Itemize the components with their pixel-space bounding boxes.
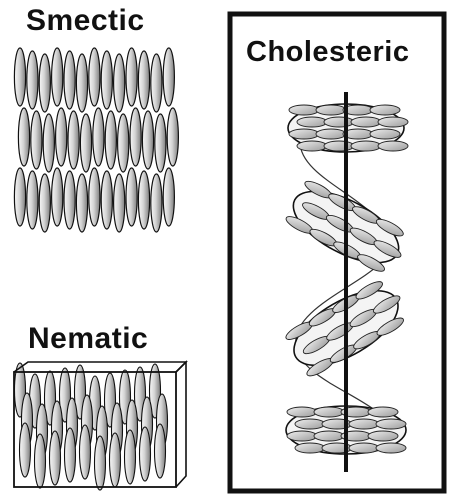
cholesteric-molecule: [324, 141, 354, 151]
nematic-molecule: [50, 431, 61, 485]
smectic-molecule: [114, 174, 125, 232]
cholesteric-molecule: [349, 443, 379, 453]
smectic-molecule: [56, 108, 67, 166]
nematic-box-side: [176, 362, 186, 487]
cholesteric-molecule: [378, 141, 408, 151]
smectic-molecule: [93, 108, 104, 166]
smectic-molecule: [105, 111, 116, 169]
smectic-molecule: [52, 168, 63, 226]
nematic-box: [14, 362, 186, 490]
nematic-molecule: [65, 428, 76, 482]
smectic-molecule: [130, 108, 141, 166]
cholesteric-molecule: [297, 117, 327, 127]
cholesteric-molecule: [351, 141, 381, 151]
nematic-molecule: [140, 427, 151, 481]
smectic-molecule: [151, 54, 162, 112]
cholesteric-molecule: [289, 129, 319, 139]
smectic-molecule: [101, 51, 112, 109]
smectic-molecule: [126, 168, 137, 226]
smectic-molecule: [14, 48, 25, 106]
smectic-molecule: [27, 171, 38, 229]
smectic-molecule: [76, 174, 87, 232]
cholesteric-molecule: [368, 407, 398, 417]
cholesteric-molecule: [287, 431, 317, 441]
smectic-molecule: [43, 114, 54, 172]
smectic-molecule: [163, 168, 174, 226]
smectic-molecule: [118, 114, 129, 172]
smectic-molecule: [151, 174, 162, 232]
smectic-molecule: [89, 48, 100, 106]
cholesteric-molecule: [349, 419, 379, 429]
smectic-molecule: [68, 111, 79, 169]
smectic-molecule: [80, 114, 91, 172]
cholesteric-label: Cholesteric: [246, 36, 409, 69]
cholesteric-helix: [282, 92, 413, 472]
nematic-molecule: [35, 434, 46, 488]
smectic-molecule: [167, 108, 178, 166]
cholesteric-molecule: [289, 105, 319, 115]
cholesteric-molecule: [376, 419, 406, 429]
smectic-molecule: [89, 168, 100, 226]
nematic-molecule: [80, 425, 91, 479]
cholesteric-molecule: [324, 117, 354, 127]
smectic-molecule: [155, 114, 166, 172]
cholesteric-molecule: [314, 431, 344, 441]
smectic-molecule: [39, 54, 50, 112]
nematic-molecule: [20, 423, 31, 477]
nematic-box-top: [14, 362, 186, 372]
cholesteric-molecule: [351, 117, 381, 127]
smectic-layers: [14, 48, 178, 232]
cholesteric-molecule: [370, 129, 400, 139]
cholesteric-molecule: [370, 105, 400, 115]
smectic-label: Smectic: [26, 4, 145, 38]
cholesteric-molecule: [378, 117, 408, 127]
smectic-molecule: [76, 54, 87, 112]
cholesteric-molecule: [316, 129, 346, 139]
nematic-label: Nematic: [28, 322, 148, 356]
cholesteric-molecule: [376, 443, 406, 453]
cholesteric-molecule: [297, 141, 327, 151]
smectic-molecule: [101, 171, 112, 229]
smectic-molecule: [31, 111, 42, 169]
smectic-molecule: [64, 171, 75, 229]
cholesteric-molecule: [295, 443, 325, 453]
smectic-molecule: [64, 51, 75, 109]
nematic-molecule: [110, 433, 121, 487]
cholesteric-molecule: [316, 105, 346, 115]
cholesteric-molecule: [314, 407, 344, 417]
nematic-molecule: [95, 436, 106, 490]
smectic-molecule: [138, 51, 149, 109]
nematic-molecule: [155, 424, 166, 478]
cholesteric-molecule: [287, 407, 317, 417]
smectic-molecule: [142, 111, 153, 169]
smectic-molecule: [27, 51, 38, 109]
smectic-molecule: [126, 48, 137, 106]
smectic-molecule: [163, 48, 174, 106]
smectic-molecule: [52, 48, 63, 106]
smectic-molecule: [114, 54, 125, 112]
nematic-molecule: [125, 430, 136, 484]
smectic-molecule: [138, 171, 149, 229]
cholesteric-molecule: [295, 419, 325, 429]
cholesteric-molecule: [368, 431, 398, 441]
smectic-molecule: [14, 168, 25, 226]
smectic-molecule: [39, 174, 50, 232]
smectic-molecule: [18, 108, 29, 166]
